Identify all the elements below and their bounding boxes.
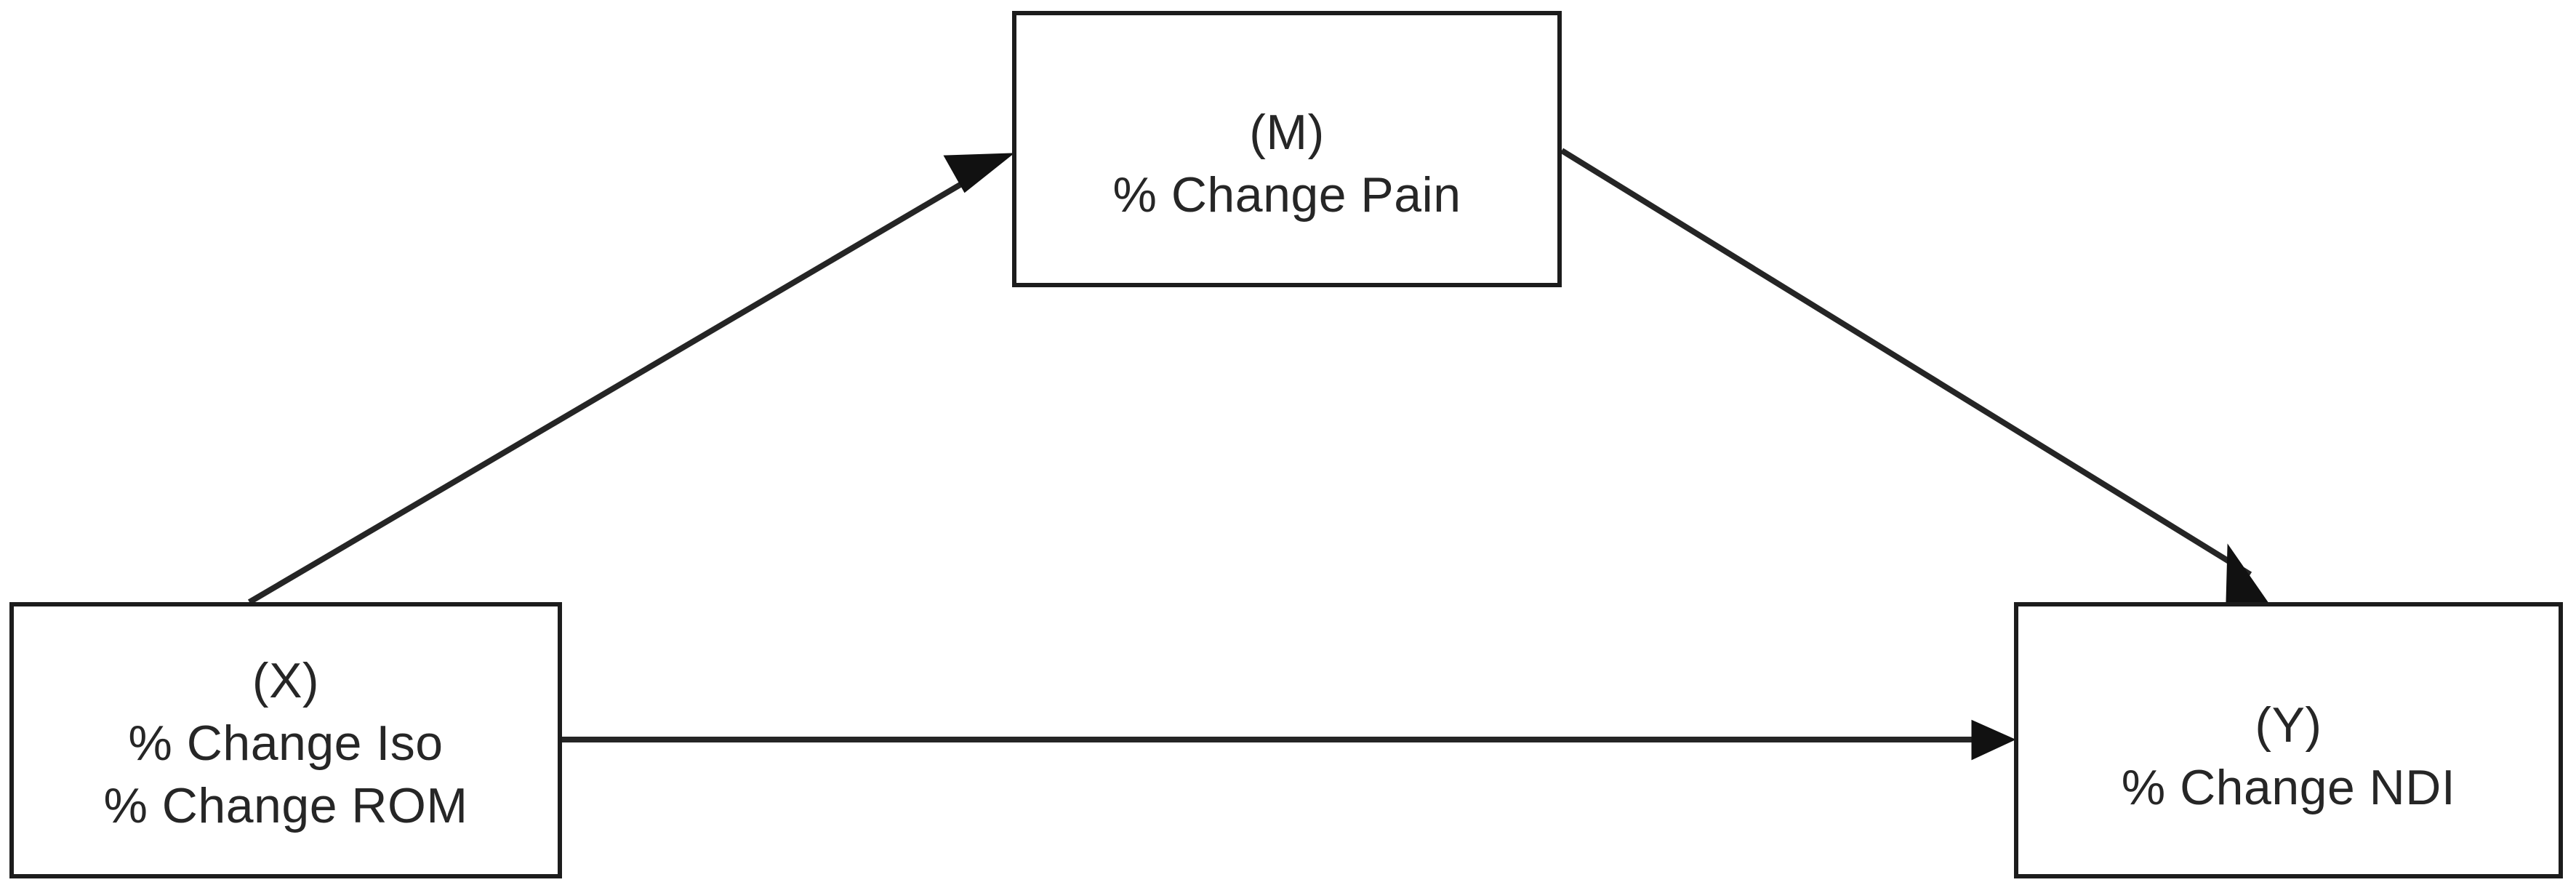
node-independent-label-iso: % Change Iso	[128, 716, 444, 771]
edge-m-to-y	[1560, 148, 2268, 603]
node-mediator-label: % Change Pain	[1112, 167, 1461, 223]
edge-x-to-m	[247, 153, 1015, 605]
node-independent-label-rom: % Change ROM	[103, 778, 468, 833]
node-independent-text: (X) % Change Iso % Change ROM	[14, 649, 558, 837]
edge-x-to-y	[562, 719, 2016, 761]
node-independent-tag: (X)	[252, 653, 320, 708]
node-dependent-text: (Y) % Change NDI	[2018, 694, 2559, 819]
node-dependent-label: % Change NDI	[2121, 760, 2456, 815]
node-mediator-pain[interactable]: (M) % Change Pain	[1012, 11, 1562, 287]
node-dependent-tag: (Y)	[2255, 697, 2322, 753]
node-mediator-text: (M) % Change Pain	[1016, 101, 1557, 226]
node-independent-iso-rom[interactable]: (X) % Change Iso % Change ROM	[9, 602, 562, 878]
node-mediator-tag: (M)	[1249, 105, 1325, 160]
node-dependent-ndi[interactable]: (Y) % Change NDI	[2014, 602, 2563, 878]
